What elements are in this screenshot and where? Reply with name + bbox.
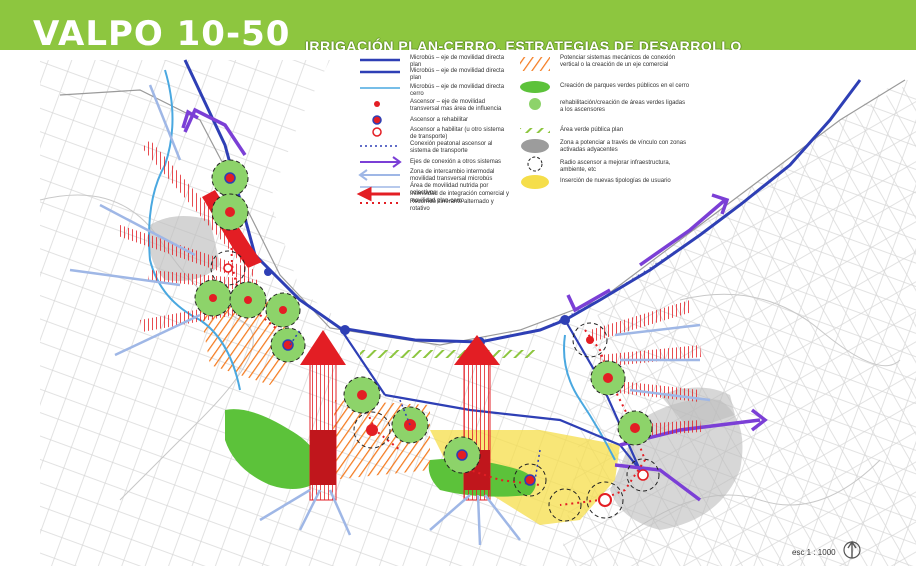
colectivo-arrows bbox=[69, 84, 711, 546]
legend-item: Microbús – eje de movilidad directa plan bbox=[410, 55, 505, 68]
integration-arrow-2 bbox=[454, 335, 500, 501]
integration-arrow-1 bbox=[300, 330, 346, 501]
pedestrian-connection bbox=[289, 329, 541, 481]
header-bar: VALPO 10-50 IRRIGACIÓN PLAN-CERRO. ESTRA… bbox=[0, 0, 916, 54]
legend-item: Zona de intercambio intermodal movilidad… bbox=[410, 169, 495, 182]
green-hatch-plan bbox=[360, 350, 535, 358]
ascensor-group[interactable] bbox=[194, 159, 660, 522]
connection-arrow-se bbox=[614, 463, 702, 502]
map[interactable] bbox=[0, 50, 916, 566]
legend-item: Intensidad de integración comercial y mo… bbox=[410, 191, 510, 204]
legend-item: Conexión peatonal ascensor al sistema de… bbox=[410, 141, 493, 154]
bus-node[interactable] bbox=[264, 268, 272, 276]
scale-label: esc 1 : 1000 bbox=[792, 548, 836, 557]
legend-item: Microbús – eje de movilidad directa plan bbox=[410, 68, 505, 81]
bus-axis-plan bbox=[384, 393, 641, 471]
legend-item: rehabilitación/creación de áreas verdes … bbox=[560, 100, 686, 113]
legend-item: Inserción de nuevas tipologías de usuari… bbox=[560, 178, 671, 184]
legend-item: Potenciar sistemas mecánicos de conexión… bbox=[560, 55, 676, 68]
page-title: VALPO 10-50 bbox=[33, 14, 291, 54]
legend-item: Microbús – eje de movilidad directa cerr… bbox=[410, 84, 505, 97]
legend-item: Ejes de conexión a otros sistemas bbox=[410, 159, 502, 165]
legend-item: Radio ascensor a mejorar infraestructura… bbox=[560, 160, 671, 173]
legend-item: Recorrido itinerante alternado y rotativ… bbox=[410, 199, 494, 212]
legend: Microbús – eje de movilidad directa plan… bbox=[355, 54, 695, 212]
bus-axis-main bbox=[183, 59, 862, 344]
legend-item: Zona a potenciar a través de vínculo con… bbox=[560, 140, 687, 153]
connection-arrow-nw bbox=[181, 107, 247, 156]
north-arrow-icon bbox=[843, 540, 861, 559]
coastline bbox=[59, 79, 906, 346]
hill-contour-3 bbox=[679, 293, 901, 367]
bus-axis-link bbox=[339, 327, 386, 396]
legend-item: Ascensor a rehabilitar bbox=[410, 117, 469, 123]
park-west bbox=[225, 409, 321, 489]
legend-item: Ascensor a habilitar (u otro sistema de … bbox=[410, 127, 505, 140]
bus-node[interactable] bbox=[340, 325, 350, 335]
bus-node[interactable] bbox=[560, 315, 570, 325]
cerro-route-2 bbox=[563, 334, 616, 461]
legend-item: Área de movilidad nutrida por colectivos bbox=[410, 183, 489, 196]
legend-symbols bbox=[356, 57, 550, 204]
connection-arrow-ne bbox=[638, 193, 730, 267]
legend-item: Creación de parques verdes públicos en e… bbox=[560, 83, 690, 89]
connection-arrow-mid bbox=[566, 288, 611, 313]
legend-item: Área verde pública plan bbox=[560, 127, 624, 133]
legend-item: Ascensor – eje de movilidad transversal … bbox=[410, 99, 502, 112]
